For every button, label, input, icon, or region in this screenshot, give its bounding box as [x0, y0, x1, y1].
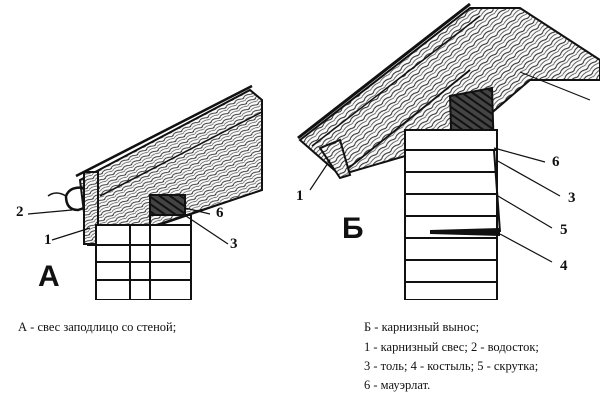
- roof-board-line-b: [311, 15, 481, 147]
- gutter-a: [64, 186, 85, 212]
- label-b-4: 4: [560, 258, 568, 274]
- spike-b: [430, 228, 500, 236]
- figure-b: [297, 2, 600, 300]
- label-a-2: 2: [16, 204, 24, 220]
- label-b-3: 3: [568, 190, 576, 206]
- twist-wire-b: [493, 149, 501, 233]
- label-a-6: 6: [216, 205, 224, 221]
- figure-a-letter: А: [38, 260, 60, 293]
- roof-eave-diagram: [27, 2, 600, 300]
- leader-lines-b: [309, 71, 591, 263]
- gutter-drip-a: [47, 192, 67, 197]
- label-b-5: 5: [560, 222, 568, 238]
- label-b-6: 6: [552, 154, 560, 170]
- caption-left: А - свес заподлицо со стеной;: [18, 320, 177, 334]
- label-a-3: 3: [230, 236, 238, 252]
- roof-under-line-a: [99, 111, 263, 197]
- caption-right-1: Б - карнизный вынос;: [364, 320, 480, 334]
- caption-right-2: 1 - карнизный свес; 2 - водосток;: [364, 340, 539, 354]
- figure-b-letter: Б: [342, 212, 364, 245]
- caption-right-4: 6 - мауэрлат.: [364, 378, 431, 392]
- caption-right-3: 3 - толь; 4 - костыль; 5 - скрутка;: [364, 359, 539, 373]
- roof-top-line-b: [297, 2, 471, 140]
- wall-b: [404, 129, 498, 300]
- roof-top-line-a: [75, 84, 253, 178]
- mauerlat-a: [149, 194, 186, 216]
- label-b-1: 1: [296, 188, 304, 204]
- rafter-end-b: [318, 138, 352, 180]
- figure-a: [27, 84, 263, 300]
- leader-lines-a: [27, 207, 229, 245]
- label-a-1: 1: [44, 232, 52, 248]
- wall-a: [95, 214, 192, 300]
- rafter-under-line-b: [339, 69, 471, 176]
- roof-slope-b: [298, 7, 600, 177]
- roof-slope-a: [78, 88, 263, 246]
